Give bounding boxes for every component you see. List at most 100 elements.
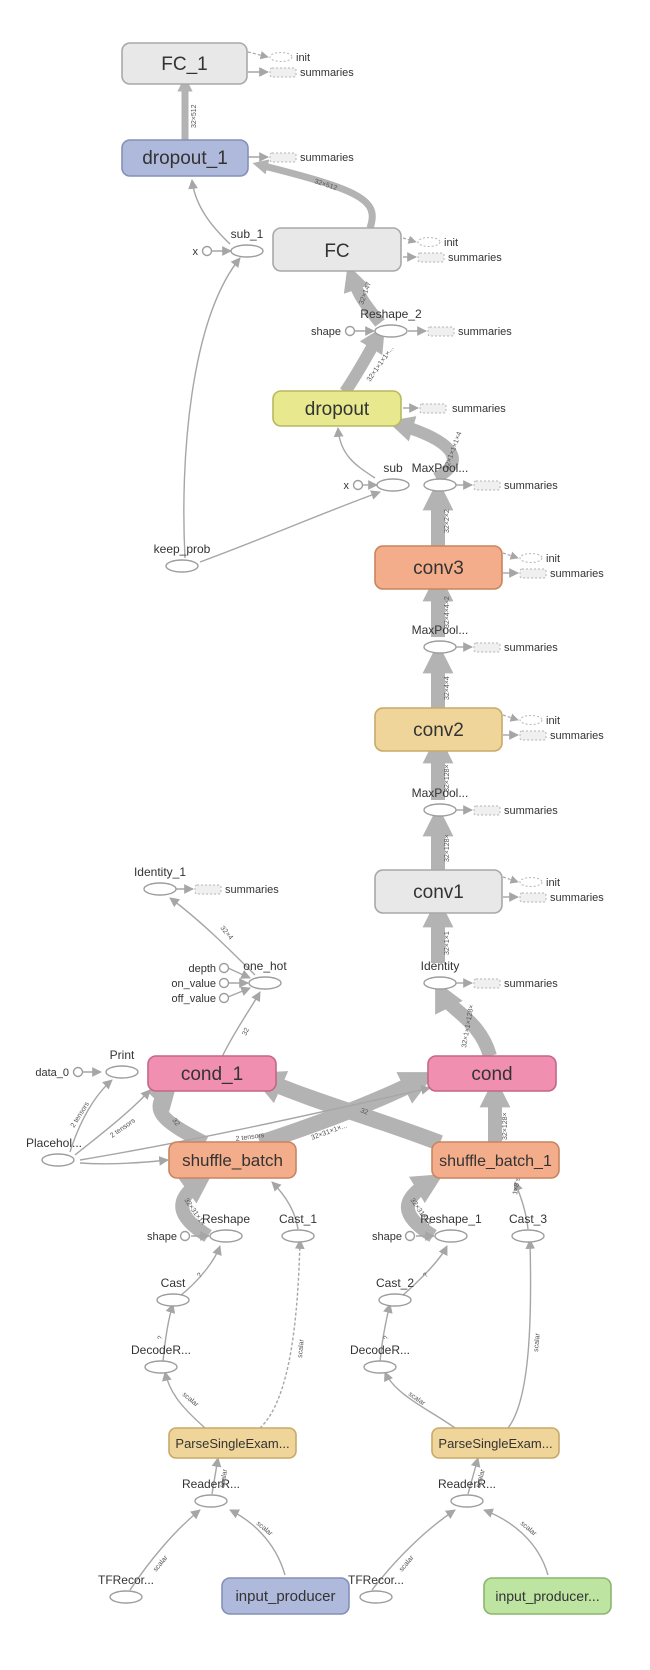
aux-conv3-summaries[interactable]: summaries [519, 568, 604, 580]
edge-label-cond-identity1: 32×4 [218, 925, 234, 942]
op-decode-b[interactable]: DecodeR... [350, 1343, 410, 1374]
edge-label-placeholder-cond: 2 tensors [235, 1132, 265, 1143]
op-on-value-label: on_value [171, 978, 216, 990]
node-conv3[interactable]: conv3 [374, 545, 503, 590]
op-maxpool-1[interactable]: MaxPool... [412, 786, 469, 817]
aux-reshape2-summaries-label: summaries [458, 326, 512, 338]
op-x1[interactable]: x [193, 245, 213, 258]
op-keep-prob[interactable]: keep_prob [154, 542, 211, 573]
node-shuffle-batch[interactable]: shuffle_batch [168, 1141, 297, 1179]
node-input-producer-1[interactable]: input_producer... [483, 1577, 612, 1615]
op-sub-1[interactable]: sub_1 [230, 227, 264, 258]
edge-sub1-dropout1 [188, 179, 231, 245]
edge-label-parse-cast1: scalar [297, 1338, 306, 1358]
op-tfrecord-b[interactable]: TFRecor... [348, 1573, 404, 1604]
aux-conv3-init[interactable]: init [519, 553, 560, 565]
op-on-value[interactable]: on_value [171, 977, 230, 990]
aux-conv2-init[interactable]: init [519, 715, 560, 727]
node-parse-b[interactable]: ParseSingleExam... [431, 1427, 560, 1459]
aux-fc1-init[interactable]: init [269, 52, 310, 64]
aux-identity-summaries[interactable]: summaries [473, 978, 558, 990]
node-cond[interactable]: cond [427, 1055, 557, 1092]
node-dropout-1[interactable]: dropout_1 [121, 139, 249, 177]
op-print[interactable]: Print [105, 1048, 139, 1079]
op-cast-3[interactable]: Cast_3 [509, 1212, 547, 1243]
node-cond-1[interactable]: cond_1 [147, 1055, 277, 1092]
op-maxpool-3[interactable]: MaxPool... [412, 461, 469, 492]
node-shuffle-batch-1-label: shuffle_batch_1 [439, 1153, 552, 1170]
op-cast[interactable]: Cast [156, 1276, 190, 1307]
op-sub-1-label: sub_1 [231, 227, 264, 241]
edge-label-decode-cast: ? [157, 1335, 165, 1340]
aux-maxpool2-summaries[interactable]: summaries [473, 642, 558, 654]
aux-edge-fc-init [402, 235, 417, 244]
op-placeholder[interactable]: Placehol... [26, 1136, 82, 1167]
node-shuffle-batch-label: shuffle_batch [182, 1151, 283, 1170]
op-reshape-1[interactable]: Reshape_1 [420, 1212, 482, 1243]
op-sub[interactable]: sub [376, 461, 410, 492]
aux-dropout1-summaries[interactable]: summaries [269, 152, 354, 164]
op-x2[interactable]: x [344, 479, 364, 492]
edge-cond-identity [435, 980, 497, 1059]
aux-conv1-init[interactable]: init [519, 877, 560, 889]
node-fc-1[interactable]: FC_1 [121, 42, 248, 85]
op-x1-label: x [193, 246, 199, 258]
op-reader-a[interactable]: ReaderR... [182, 1477, 240, 1508]
aux-conv2-summaries[interactable]: summaries [519, 730, 604, 742]
op-data-0[interactable]: data_0 [35, 1066, 84, 1079]
node-dropout[interactable]: dropout [272, 390, 402, 427]
op-placeholder-label: Placehol... [26, 1136, 82, 1150]
aux-fc1-summaries[interactable]: summaries [269, 67, 354, 79]
aux-conv3-summaries-label: summaries [550, 568, 604, 580]
aux-dropout-summaries[interactable]: summaries [419, 403, 506, 415]
op-tfrecord-a[interactable]: TFRecor... [98, 1573, 154, 1604]
aux-edge-fc1-init [247, 51, 269, 60]
aux-conv1-summaries[interactable]: summaries [519, 892, 604, 904]
node-conv1[interactable]: conv1 [374, 869, 503, 914]
op-shape-b[interactable]: shape [372, 1230, 416, 1243]
node-conv2[interactable]: conv2 [374, 707, 503, 752]
op-sub-label: sub [383, 461, 403, 475]
edge-label-fc1-dropout1: 32×512 [191, 104, 198, 128]
op-shape-r2[interactable]: shape [311, 325, 356, 338]
edge-reader-parse [211, 1457, 222, 1495]
edge-offvalue-onehot [227, 986, 251, 998]
aux-fc-init[interactable]: init [417, 237, 458, 249]
edge-label-conv2-maxpool2: 32×4×4 [444, 676, 451, 700]
op-cast-2[interactable]: Cast_2 [376, 1276, 414, 1307]
aux-edge-conv1-init [502, 875, 519, 884]
op-off-value[interactable]: off_value [172, 992, 230, 1005]
edge-label-sb1-cond: 32×128× [502, 1112, 509, 1140]
node-conv3-label: conv3 [413, 558, 464, 579]
aux-maxpool3-summaries[interactable]: summaries [473, 480, 558, 492]
op-cast-1[interactable]: Cast_1 [279, 1212, 317, 1243]
node-shuffle-batch-1[interactable]: shuffle_batch_1 [431, 1141, 560, 1179]
edge-parse-cast1 [259, 1239, 305, 1429]
aux-reshape2-summaries[interactable]: summaries [427, 326, 512, 338]
op-depth[interactable]: depth [188, 962, 230, 975]
op-shape-a[interactable]: shape [147, 1230, 191, 1243]
op-reshape[interactable]: Reshape [202, 1212, 250, 1243]
op-reshape-2[interactable]: Reshape_2 [360, 307, 422, 338]
op-reader-b[interactable]: ReaderR... [438, 1477, 496, 1508]
node-conv2-label: conv2 [413, 720, 464, 741]
node-parse-a[interactable]: ParseSingleExam... [168, 1427, 297, 1459]
op-identity-1[interactable]: Identity_1 [134, 865, 186, 896]
op-one-hot-label: one_hot [243, 959, 287, 973]
op-one-hot[interactable]: one_hot [243, 959, 287, 990]
node-input-producer-1-label: input_producer... [495, 1588, 599, 1604]
aux-fc-summaries[interactable]: summaries [417, 252, 502, 264]
op-cast-2-label: Cast_2 [376, 1276, 414, 1290]
aux-identity1-summaries[interactable]: summaries [194, 884, 279, 896]
edge-decode2-cast2 [379, 1303, 393, 1363]
op-identity[interactable]: Identity [421, 959, 460, 990]
node-dropout-label: dropout [305, 399, 370, 420]
op-maxpool-2[interactable]: MaxPool... [412, 623, 469, 654]
edge-parseb-cast3 [507, 1239, 536, 1429]
node-input-producer[interactable]: input_producer [221, 1577, 350, 1615]
edge-dropout-reshape2 [340, 325, 385, 396]
op-decode-a[interactable]: DecodeR... [131, 1343, 191, 1374]
aux-maxpool1-summaries[interactable]: summaries [473, 805, 558, 817]
node-fc[interactable]: FC [272, 227, 402, 272]
